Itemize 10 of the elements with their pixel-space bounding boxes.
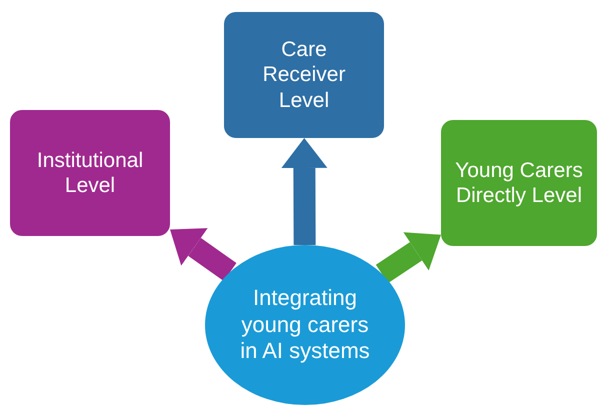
level-box	[441, 120, 597, 246]
node-label: Integrating young carers in AI systems	[239, 285, 371, 365]
block-arrow	[170, 228, 236, 281]
level-box	[224, 12, 384, 138]
node-label: Young Carers Directly Level	[454, 158, 584, 208]
level-box	[10, 110, 170, 236]
node-label: Care Receiver Level	[262, 37, 346, 113]
block-arrow	[376, 232, 441, 284]
node-label: Institutional Level	[36, 148, 144, 198]
block-arrow	[281, 138, 328, 246]
